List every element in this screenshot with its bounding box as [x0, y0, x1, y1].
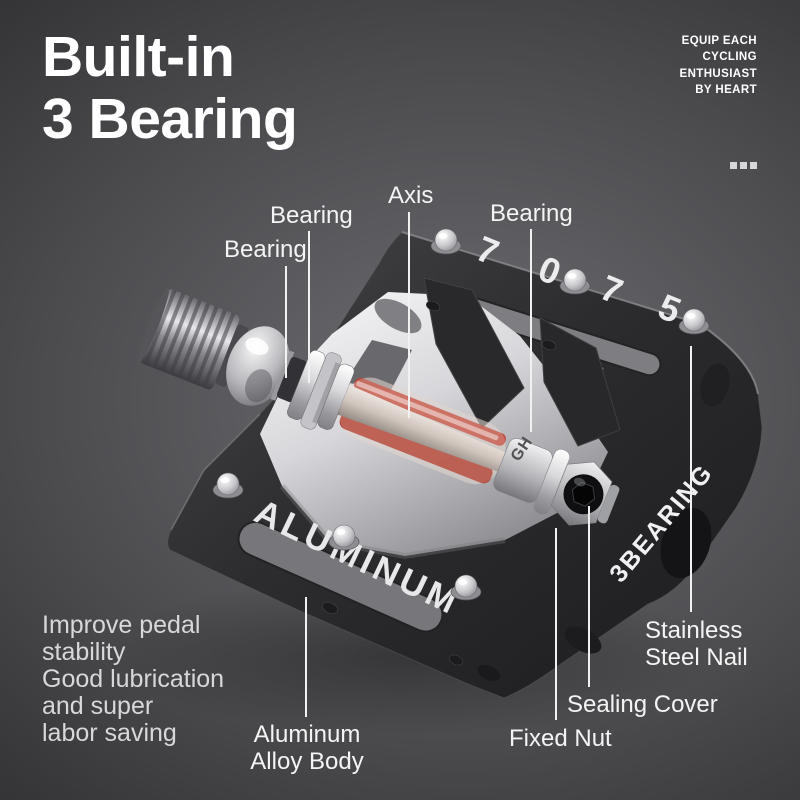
features-line: labor saving [42, 719, 177, 747]
ellipsis-icon [730, 162, 757, 169]
page-title-line1: Built-in [42, 25, 235, 89]
plate-shading [279, 484, 506, 560]
tagline-line: BY HEART [695, 84, 757, 97]
frame-strut-left [423, 277, 525, 429]
lower-slot [237, 520, 444, 633]
spindle-neck-ring [270, 350, 295, 401]
callout-fixed-nut: Fixed Nut [509, 725, 612, 752]
bottom-hole-b [477, 664, 501, 682]
aluminum-body-line1: Aluminum [253, 721, 361, 748]
bearing-rings [287, 350, 355, 430]
brand-tagline: EQUIP EACH CYCLING ENTHUSIAST BY HEART [680, 33, 757, 99]
callout-line-bearing-right [530, 229, 532, 432]
aluminum-body-line2: Alloy Body [250, 748, 364, 775]
corner-hole [700, 363, 730, 407]
callout-line-bearing-lower-left [285, 266, 287, 378]
stainless-line1: Stainless [645, 617, 743, 644]
bottom-hole-a [564, 626, 602, 654]
fixed-nut-part [550, 461, 620, 526]
callout-bearing-upper-left: Bearing [270, 202, 353, 229]
stainless-line2: Steel Nail [645, 644, 748, 671]
tagline-line: ENTHUSIAST [679, 67, 757, 80]
callout-aluminum-alloy-body: Aluminum Alloy Body [237, 721, 377, 775]
frame-strut-right [539, 317, 621, 447]
callout-line-stainless-steel-nail [690, 346, 692, 612]
callout-bearing-right: Bearing [490, 200, 573, 227]
callout-line-axis [408, 212, 410, 418]
page-title: Built-in 3 Bearing [42, 25, 298, 151]
callout-line-fixed-nut [555, 528, 557, 720]
spindle-bulb [226, 326, 290, 406]
spindle-assembly: GH [138, 287, 620, 526]
tagline-line: CYCLING [702, 51, 757, 64]
callout-stainless-steel-nail: Stainless Steel Nail [645, 617, 748, 671]
features-line: stability [42, 638, 126, 666]
right-oval-hole [660, 507, 712, 579]
pedal-left-edge-highlight [170, 413, 261, 531]
features-text: Improve pedal stability Good lubrication… [42, 612, 224, 747]
features-line: Improve pedal [42, 611, 201, 639]
callout-line-aluminum-alloy-body [305, 597, 307, 717]
threaded-spindle [138, 287, 240, 390]
features-line: and super [42, 692, 154, 720]
callout-bearing-lower-left: Bearing [224, 236, 307, 263]
tagline-line: EQUIP EACH [681, 35, 757, 47]
callout-line-sealing-cover [588, 506, 590, 687]
features-line: Good lubrication [42, 665, 225, 693]
callout-line-bearing-upper-left [308, 231, 310, 383]
spindle-neck [277, 356, 308, 403]
axle-tube [337, 377, 513, 485]
callout-axis: Axis [388, 182, 434, 209]
callout-sealing-cover: Sealing Cover [567, 691, 718, 718]
screw-dots [322, 300, 557, 666]
page-title-line2: 3 Bearing [42, 87, 298, 151]
stainless-pins [212, 228, 710, 601]
